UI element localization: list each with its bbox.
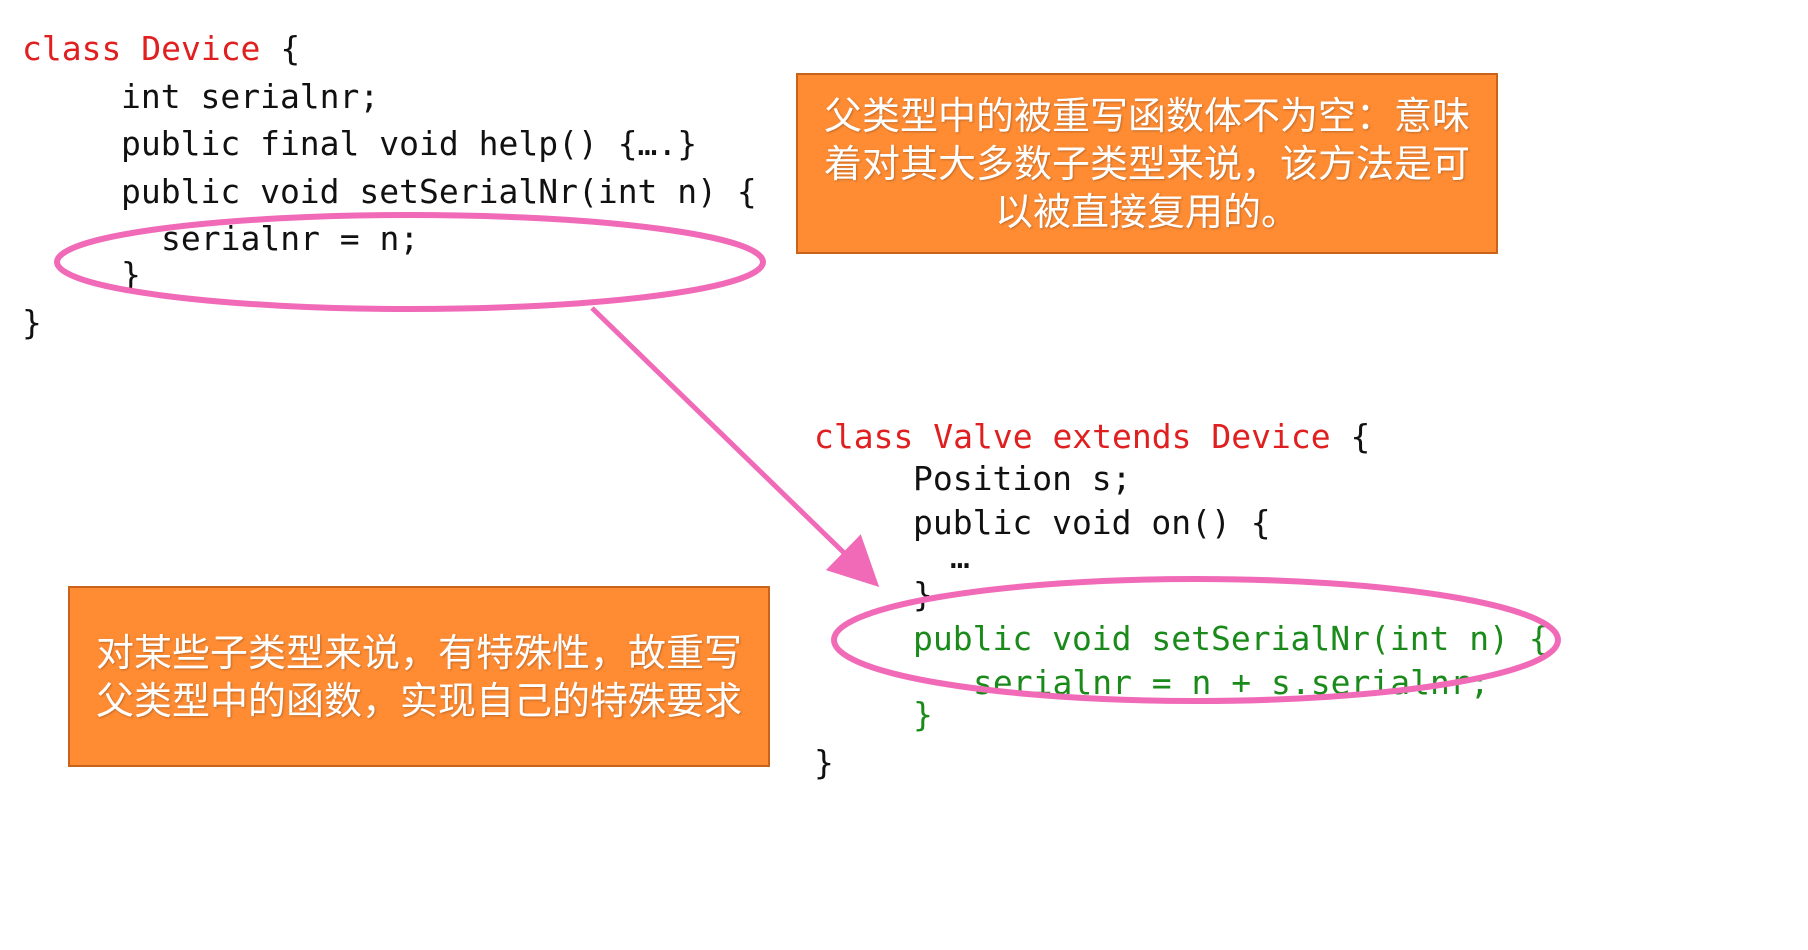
- callout-reuse-note: 父类型中的被重写函数体不为空：意味着对其大多数子类型来说，该方法是可以被直接复用…: [796, 73, 1498, 254]
- device-class-close-brace: }: [22, 303, 42, 342]
- open-brace: {: [1350, 417, 1371, 456]
- device-setter-close-brace: }: [121, 255, 141, 294]
- extends-keyword: extends: [1052, 417, 1192, 456]
- valve-field-line: Position s;: [913, 459, 1132, 498]
- device-setter-body-line: serialnr = n;: [161, 219, 420, 258]
- valve-class-declaration: class Valve extends Device {: [814, 420, 1370, 453]
- valve-on-method-line: public void on() {: [913, 503, 1271, 542]
- class-keyword: class: [814, 417, 914, 456]
- valve-override-close-brace: }: [913, 695, 933, 734]
- device-class-declaration: class Device {: [22, 32, 300, 65]
- highlight-ellipse-base-setter: [54, 212, 766, 312]
- open-brace: {: [280, 29, 301, 68]
- class-name: Valve: [933, 417, 1033, 456]
- valve-override-setter-line: public void setSerialNr(int n) {: [913, 619, 1549, 658]
- valve-on-body-ellipsis: …: [950, 537, 970, 576]
- device-field-line: int serialnr;: [121, 77, 380, 116]
- parent-class-name: Device: [1211, 417, 1331, 456]
- callout-reuse-text: 父类型中的被重写函数体不为空：意味着对其大多数子类型来说，该方法是可以被直接复用…: [823, 93, 1470, 234]
- device-setter-line: public void setSerialNr(int n) {: [121, 172, 757, 211]
- class-keyword: class: [22, 29, 122, 68]
- callout-override-text: 对某些子类型来说，有特殊性，故重写父类型中的函数，实现自己的特殊要求: [95, 630, 742, 723]
- callout-override-note: 对某些子类型来说，有特殊性，故重写父类型中的函数，实现自己的特殊要求: [68, 586, 770, 767]
- highlight-ellipse-override-setter: [831, 576, 1561, 704]
- override-arrow: [590, 306, 880, 587]
- class-name: Device: [141, 29, 261, 68]
- valve-class-close-brace: }: [814, 743, 834, 782]
- device-help-method-line: public final void help() {….}: [121, 124, 698, 163]
